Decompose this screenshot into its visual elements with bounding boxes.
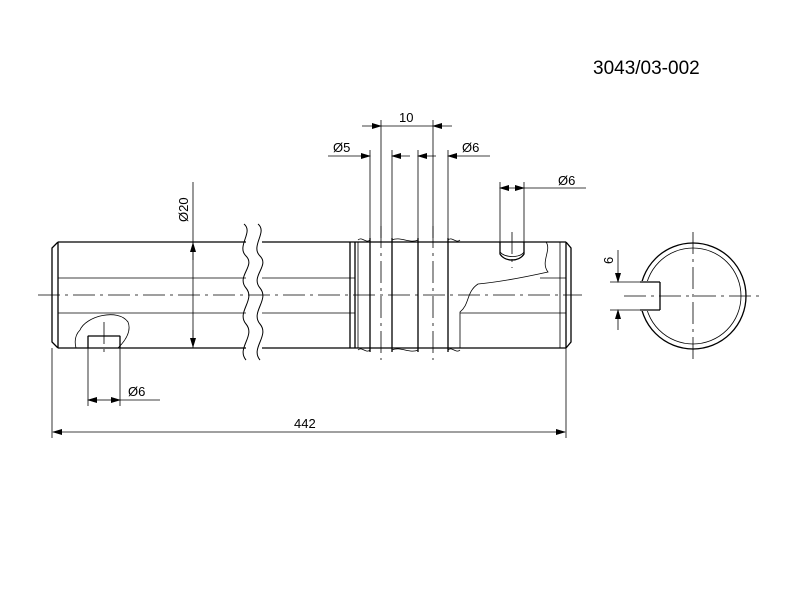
notch-label: Ø6 (558, 173, 575, 188)
pitch-label: 10 (399, 110, 413, 125)
pin-hole-label: Ø6 (128, 384, 145, 399)
end-view (624, 232, 762, 360)
dimension-overall-length: 442 (51, 348, 567, 438)
dimension-pitch: 10 (362, 110, 452, 238)
dimension-shaft-diameter: Ø20 (176, 182, 196, 348)
flat-depth-label: 6 (601, 257, 616, 264)
hole-right-label: Ø6 (462, 140, 479, 155)
break-lines (242, 223, 264, 361)
center-lines (38, 226, 582, 360)
part-number: 3043/03-002 (593, 58, 700, 79)
dimension-notch: Ø6 (499, 173, 586, 242)
shaft-diameter-label: Ø20 (176, 197, 191, 222)
dimension-flat-depth: 6 (601, 250, 640, 330)
overall-length-label: 442 (294, 416, 316, 431)
hole-left-label: Ø5 (333, 140, 350, 155)
dimension-holes: Ø5 Ø6 (328, 140, 490, 238)
left-pin-hole (74, 314, 130, 349)
dimension-pin-hole: Ø6 (87, 348, 160, 406)
